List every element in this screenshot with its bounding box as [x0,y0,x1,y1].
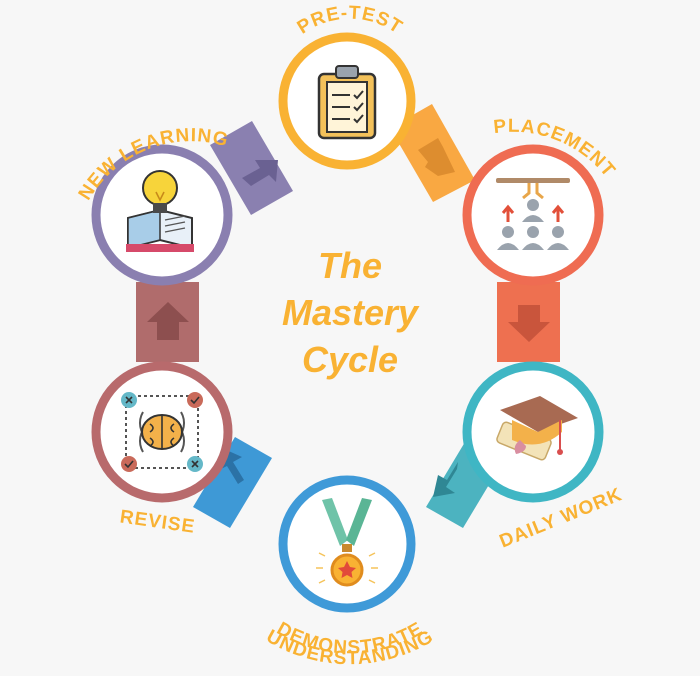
check-icon [187,392,203,408]
connector-placement-to-dailywork [497,282,560,362]
medal-icon [316,498,378,587]
center-title-line1: The [318,245,382,286]
graduation-cap-diploma-icon [496,396,578,461]
arrow-icon [508,305,550,342]
brain-icon [121,392,203,472]
stage-placement [462,144,604,286]
connector-pretest-to-placement [390,104,475,202]
connector-band [210,121,293,215]
stage-label-revise: REVISE [119,507,197,538]
stage-demonstrate-understanding [278,475,416,613]
stage-pre-test [278,32,416,170]
connector-revise-to-newlearning [136,282,199,362]
stage-daily-work [462,361,604,503]
connector-band [193,437,272,528]
people-placement-icon [496,178,570,250]
clipboard-checklist-icon [317,65,377,140]
lightbulb-book-icon [126,170,194,252]
check-icon [121,456,137,472]
arrow-icon [242,160,278,186]
arrow-icon [147,302,189,340]
stage-new-learning [91,144,233,286]
connector-newlearning-to-pretest [210,121,293,215]
center-title-line3: Cycle [302,339,398,380]
arrow-icon [433,462,458,497]
center-title-line2: Mastery [282,292,420,333]
arrow-icon [418,138,455,176]
stage-revise [91,361,233,503]
